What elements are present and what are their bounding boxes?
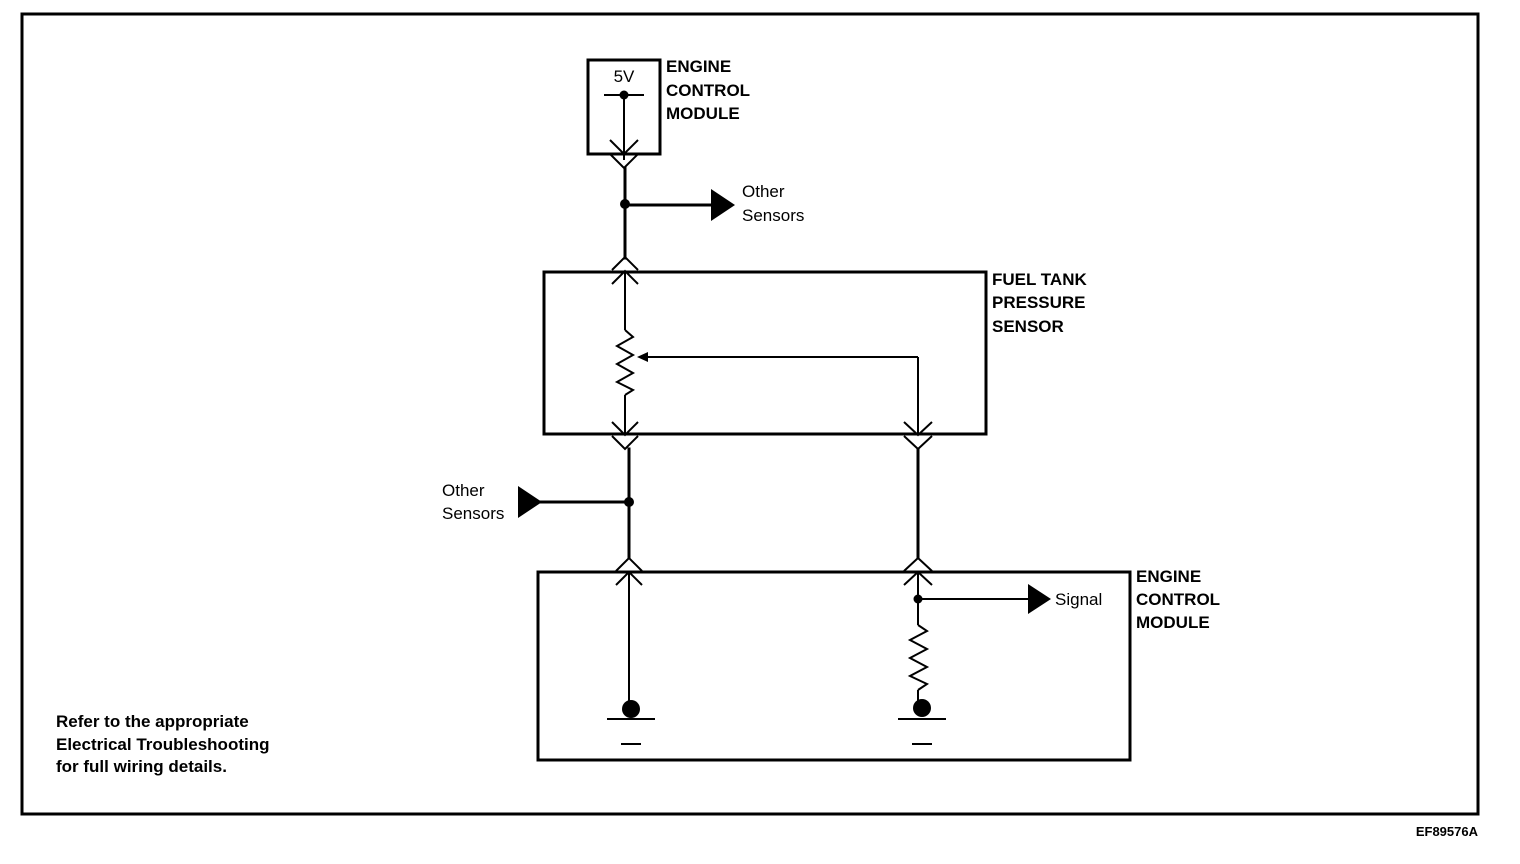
ecm-bottom-connector-right <box>903 556 933 572</box>
note-line-2: Electrical Troubleshooting <box>56 735 269 754</box>
ecm-bottom-block: Signal ENGINE CONTROL MODULE <box>536 556 1220 762</box>
other-sensors-bottom-label-1: Other <box>442 481 485 500</box>
sensor-resistor <box>614 329 636 396</box>
figure-code: EF89576A <box>1416 824 1479 839</box>
ecm-top-label-3: MODULE <box>666 104 740 123</box>
other-sensors-bottom-arrow <box>518 486 542 518</box>
ecm-top-label-1: ENGINE <box>666 57 731 76</box>
ecm-ground-terminal-left <box>622 700 640 718</box>
ecm-bottom-label-3: MODULE <box>1136 613 1210 632</box>
sensor-top-connector <box>611 255 639 271</box>
ecm-top-connector <box>609 139 639 156</box>
ecm-bottom-box <box>536 570 1132 762</box>
sensor-wiper-arrow <box>637 352 648 362</box>
sensor-label-2: PRESSURE <box>992 293 1086 312</box>
ecm-ground-terminal-right <box>913 699 931 717</box>
ecm-top-label-2: CONTROL <box>666 81 750 100</box>
voltage-label: 5V <box>614 67 635 86</box>
other-sensors-bottom-label-2: Sensors <box>442 504 504 523</box>
ecm-bottom-label-1: ENGINE <box>1136 567 1201 586</box>
sensor-bottom-connector-left <box>611 421 639 437</box>
outer-frame <box>20 12 1480 816</box>
sensor-label-3: SENSOR <box>992 317 1064 336</box>
ecm-bottom-connector-left <box>615 556 643 572</box>
fuel-tank-pressure-sensor: FUEL TANK PRESSURE SENSOR <box>542 255 1087 451</box>
sensor-bottom-connector-right-lower <box>903 435 933 451</box>
ecm-bottom-label-2: CONTROL <box>1136 590 1220 609</box>
other-sensors-top-label-2: Sensors <box>742 206 804 225</box>
signal-arrow <box>1028 584 1051 614</box>
sensor-label-1: FUEL TANK <box>992 270 1087 289</box>
ecm-top-block: 5V ENGINE CONTROL MODULE <box>586 57 750 170</box>
other-sensors-top-label-1: Other <box>742 182 785 201</box>
pull-down-resistor <box>907 624 930 691</box>
note-line-1: Refer to the appropriate <box>56 712 249 731</box>
note-line-3: for full wiring details. <box>56 757 227 776</box>
sensor-bottom-connector-left-lower <box>611 435 639 451</box>
sensor-box <box>542 270 988 436</box>
other-sensors-top-arrow <box>711 189 735 221</box>
signal-label: Signal <box>1055 590 1102 609</box>
sensor-bottom-connector-right <box>903 421 933 437</box>
